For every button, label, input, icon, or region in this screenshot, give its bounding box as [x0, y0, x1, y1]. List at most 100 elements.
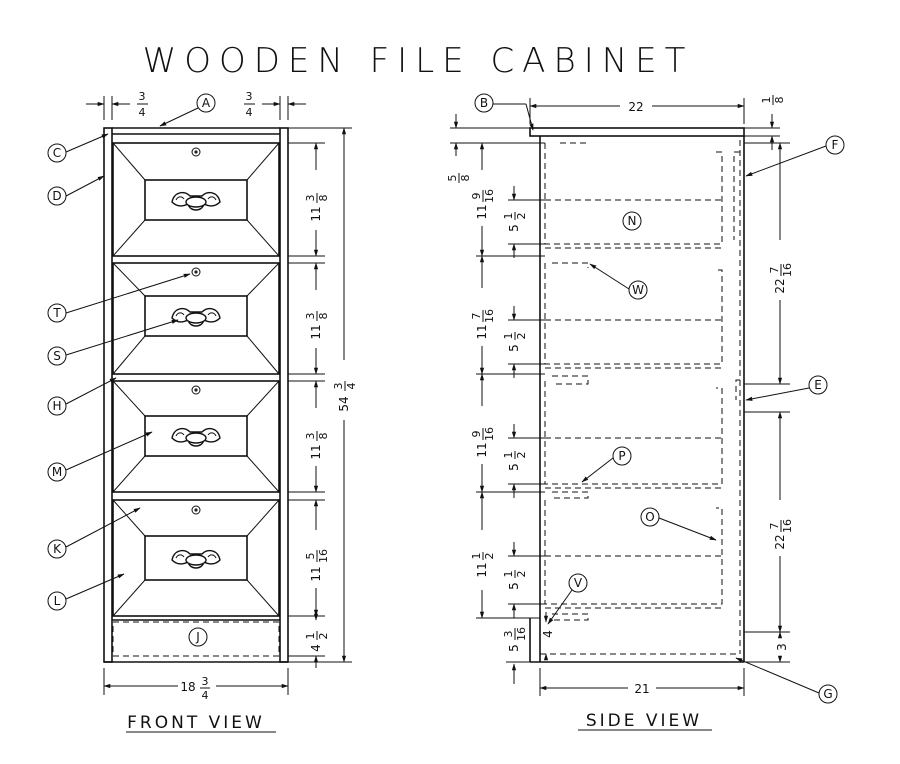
svg-text:2: 2 [515, 213, 528, 220]
callout-k [47, 539, 67, 559]
svg-text:1: 1 [470, 553, 483, 560]
callout-c [47, 143, 67, 163]
svg-text:3: 3 [304, 433, 317, 440]
svg-text:4: 4 [139, 106, 146, 119]
callout-h [47, 396, 67, 416]
svg-text:18: 18 [180, 680, 195, 694]
svg-text:9: 9 [470, 193, 483, 200]
callout-b [474, 93, 494, 113]
svg-text:A: A [202, 96, 211, 110]
callout-m [47, 462, 67, 482]
side-bottom-dim: 21 [539, 668, 745, 696]
side-top-dims: 22 1 8 [529, 95, 786, 150]
svg-text:7: 7 [470, 313, 483, 320]
svg-text:22: 22 [773, 278, 787, 293]
svg-text:8: 8 [317, 313, 330, 320]
drawer-4 [112, 499, 280, 617]
svg-text:7: 7 [768, 523, 781, 530]
svg-text:3: 3 [139, 90, 146, 103]
svg-text:11: 11 [309, 444, 323, 459]
svg-text:11: 11 [475, 204, 489, 219]
svg-text:16: 16 [515, 627, 528, 641]
svg-text:3: 3 [304, 195, 317, 202]
svg-text:22: 22 [628, 100, 643, 114]
svg-text:2: 2 [515, 333, 528, 340]
svg-text:4: 4 [541, 630, 555, 638]
svg-text:11: 11 [475, 442, 489, 457]
callout-a [196, 93, 216, 113]
svg-text:B: B [480, 96, 488, 110]
side-view: 22 1 8 5 8 [446, 93, 845, 731]
svg-text:4: 4 [202, 689, 209, 702]
svg-text:7: 7 [768, 267, 781, 274]
svg-text:5: 5 [304, 553, 317, 560]
svg-text:5: 5 [507, 224, 521, 232]
svg-text:P: P [618, 449, 625, 463]
svg-text:1: 1 [502, 333, 515, 340]
svg-text:11: 11 [475, 562, 489, 577]
svg-text:5: 5 [507, 344, 521, 352]
callout-e [808, 375, 828, 395]
front-view-label: FRONT VIEW [127, 713, 265, 733]
svg-text:4: 4 [309, 644, 323, 652]
front-width-dim: 18 3 4 [103, 668, 289, 702]
svg-text:3: 3 [304, 313, 317, 320]
svg-text:8: 8 [459, 175, 472, 182]
front-top-dims: 3 4 3 4 [86, 90, 306, 120]
svg-text:16: 16 [483, 427, 496, 441]
svg-text:21: 21 [634, 682, 649, 696]
svg-text:16: 16 [483, 189, 496, 203]
svg-text:5: 5 [446, 175, 459, 182]
svg-text:L: L [54, 594, 61, 608]
front-height-dim: 54 3 4 [288, 127, 358, 663]
svg-text:2: 2 [317, 633, 330, 640]
svg-text:8: 8 [317, 433, 330, 440]
svg-text:1: 1 [760, 97, 773, 104]
drawer-1 [112, 142, 280, 257]
svg-text:J: J [195, 630, 200, 644]
callout-o [640, 507, 660, 527]
svg-text:11: 11 [309, 324, 323, 339]
svg-text:N: N [628, 214, 637, 228]
svg-text:H: H [52, 399, 61, 413]
right-stile [279, 127, 289, 663]
side-callouts: B F N W E P O V G [474, 93, 845, 704]
svg-text:16: 16 [317, 549, 330, 563]
callout-w [628, 280, 648, 300]
svg-text:T: T [52, 306, 61, 320]
svg-text:16: 16 [483, 309, 496, 323]
front-drawer-dims: 11 3 8 11 3 8 11 3 8 [288, 142, 330, 668]
side-top-panel [529, 127, 745, 137]
svg-text:W: W [632, 283, 644, 297]
svg-text:11: 11 [309, 206, 323, 221]
callout-n [622, 211, 642, 231]
svg-text:C: C [53, 146, 61, 160]
svg-text:2: 2 [515, 452, 528, 459]
front-view: 3 4 3 4 11 3 8 [47, 90, 358, 733]
svg-text:S: S [53, 349, 61, 363]
svg-text:16: 16 [781, 519, 794, 533]
svg-text:11: 11 [309, 566, 323, 581]
svg-text:1: 1 [502, 452, 515, 459]
svg-text:4: 4 [345, 383, 358, 390]
svg-text:G: G [823, 687, 832, 701]
svg-text:54: 54 [337, 396, 351, 411]
svg-text:5: 5 [507, 582, 521, 590]
callout-p [612, 446, 632, 466]
front-callouts: A C D T S H M K L [47, 93, 216, 647]
svg-text:3: 3 [246, 90, 253, 103]
svg-text:8: 8 [317, 195, 330, 202]
side-drawer-boxes [540, 140, 741, 655]
svg-text:F: F [832, 138, 839, 152]
drawer-3 [112, 380, 280, 493]
callout-g [818, 684, 838, 704]
base-panel [112, 621, 280, 657]
drawer-2 [112, 262, 280, 375]
svg-text:M: M [52, 465, 62, 479]
svg-text:V: V [574, 576, 583, 590]
svg-text:16: 16 [781, 263, 794, 277]
svg-text:D: D [52, 189, 61, 203]
svg-text:2: 2 [483, 553, 496, 560]
side-view-label: SIDE VIEW [586, 711, 702, 731]
